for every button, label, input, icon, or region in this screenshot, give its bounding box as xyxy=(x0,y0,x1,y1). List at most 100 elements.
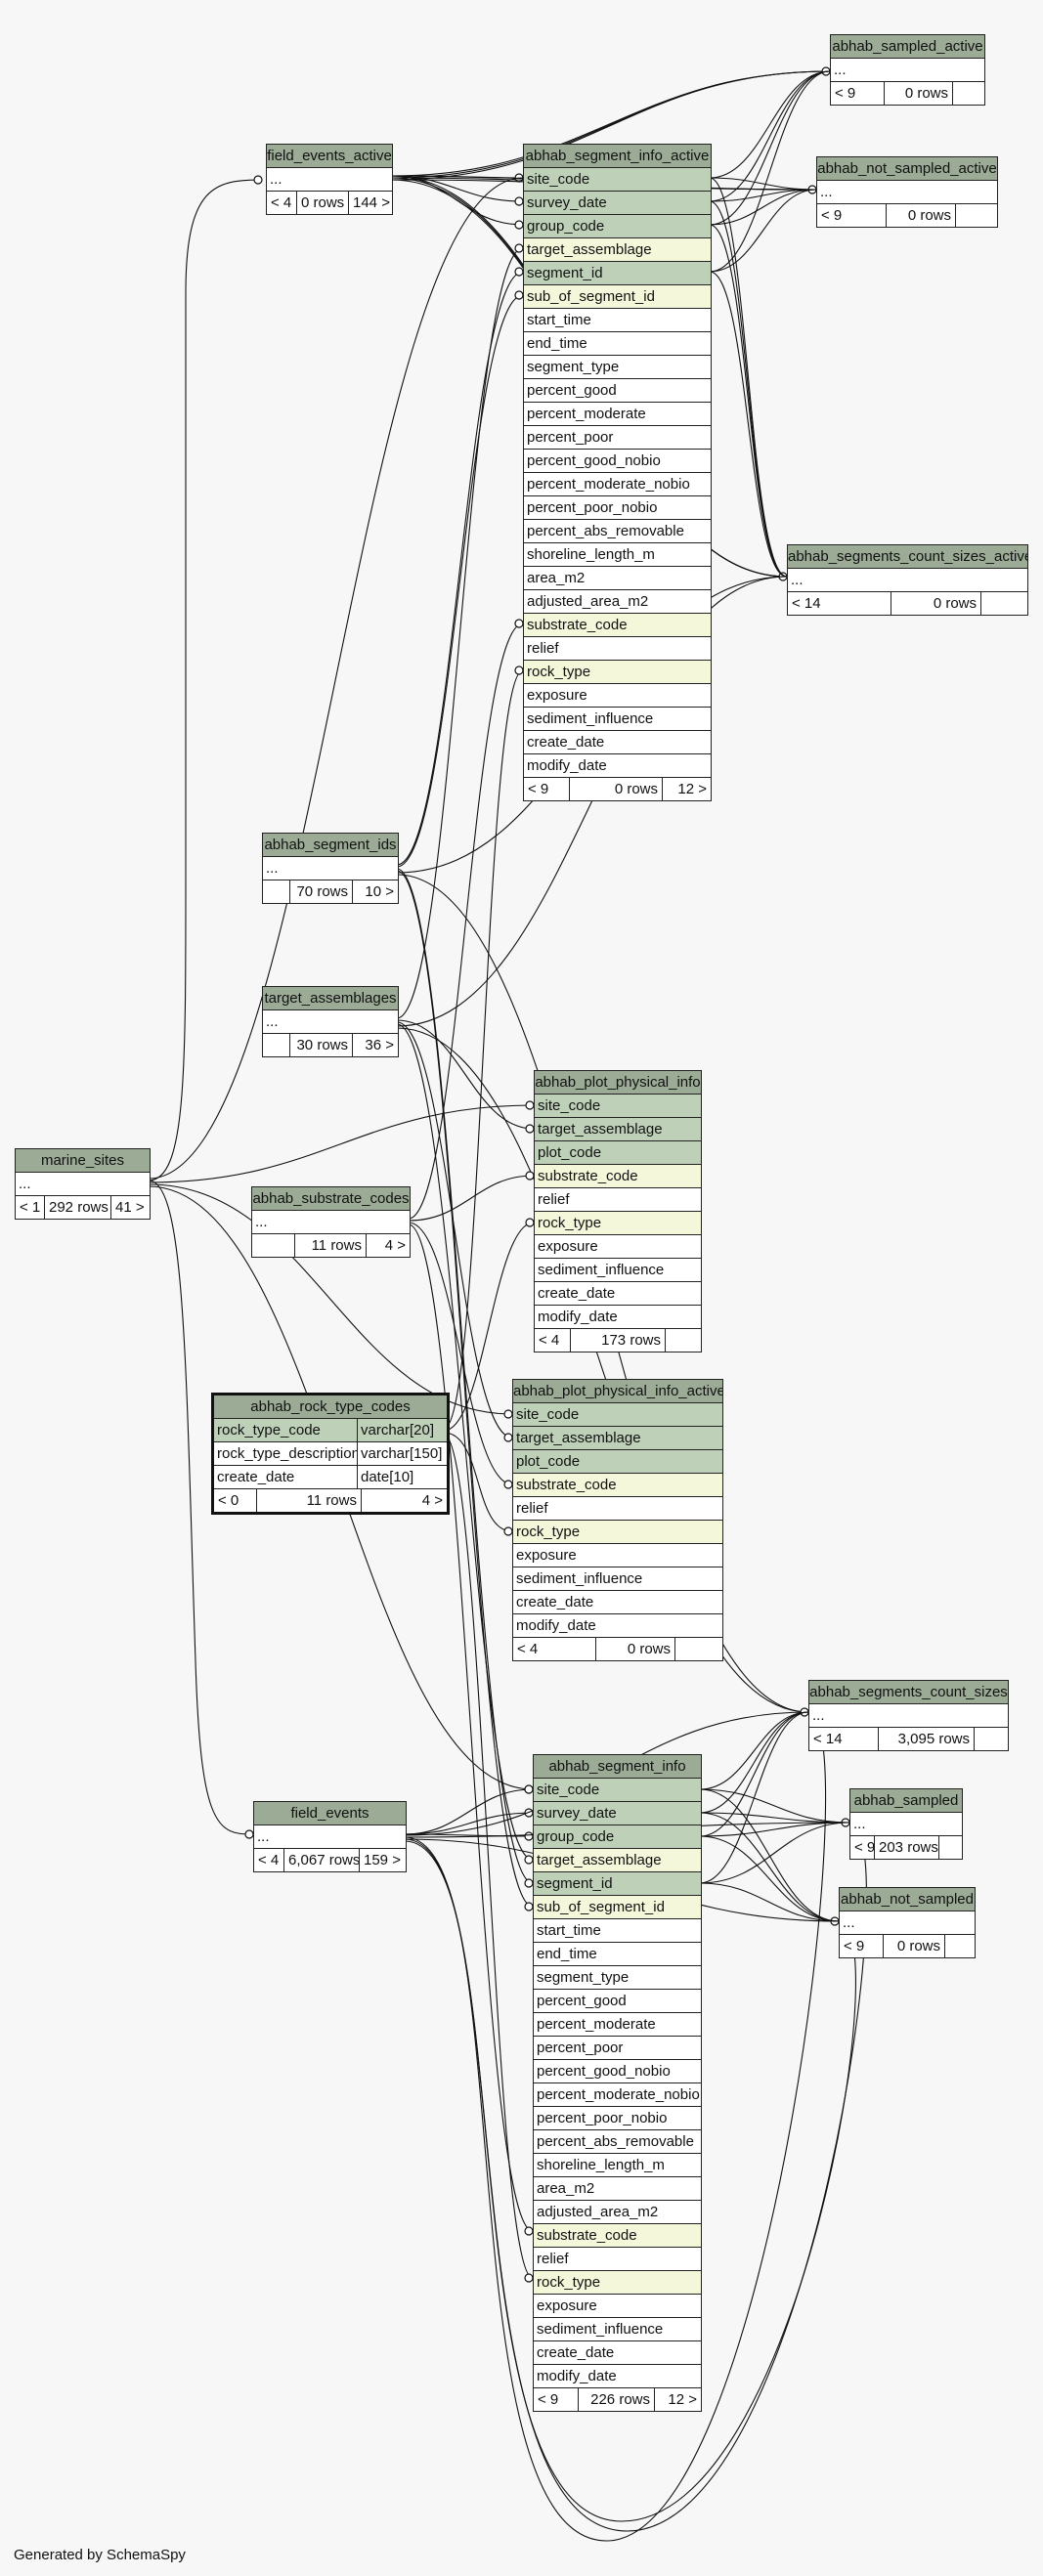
table-footer: < 4 173 rows xyxy=(535,1329,701,1352)
relationship-edge-73 xyxy=(443,1434,534,2279)
children-count: 4 > xyxy=(384,1237,406,1254)
relationship-edge-45 xyxy=(396,870,534,1908)
children-count: 36 > xyxy=(365,1037,394,1053)
relationship-edge-71 xyxy=(443,1432,513,1532)
table-footer: < 14 3,095 rows xyxy=(809,1728,1008,1750)
table-ellipsis: ... xyxy=(809,1704,1008,1728)
relationship-endpoint-56 xyxy=(524,1855,534,1865)
column-modify-date: modify_date xyxy=(524,754,711,778)
row-count: 226 rows xyxy=(579,2388,655,2411)
relationship-edge-53 xyxy=(396,1021,513,1438)
table-field-events[interactable]: field_events ... < 4 6,067 rows 159 > xyxy=(253,1801,407,1872)
table-abhab-sampled[interactable]: abhab_sampled ... < 9 203 rows xyxy=(849,1788,963,1860)
relationship-endpoint-66 xyxy=(524,2226,534,2236)
relationship-edge-32 xyxy=(148,1104,535,1183)
column-segment-id: segment_id xyxy=(534,1872,701,1896)
relationship-edge-92 xyxy=(699,1788,840,1922)
column-percent-poor-nobio: percent_poor_nobio xyxy=(534,2107,701,2130)
children-count xyxy=(939,1836,962,1859)
table-abhab-segments-count-sizes[interactable]: abhab_segments_count_sizes ... < 14 3,09… xyxy=(808,1680,1009,1751)
column-percent-good: percent_good xyxy=(524,379,711,403)
column-area-m2: area_m2 xyxy=(534,2177,701,2201)
table-title: abhab_segments_count_sizes xyxy=(809,1681,1008,1704)
table-abhab-segments-count-sizes-active[interactable]: abhab_segments_count_sizes_active ... < … xyxy=(787,544,1028,616)
column-percent-good-nobio: percent_good_nobio xyxy=(534,2060,701,2083)
table-title: abhab_segment_info xyxy=(534,1755,701,1779)
relationship-edge-28 xyxy=(709,189,817,273)
parents-count: < 9 xyxy=(850,1836,875,1859)
table-ellipsis: ... xyxy=(267,168,392,192)
column-type: date[10] xyxy=(361,1469,414,1485)
table-title: abhab_not_sampled_active xyxy=(817,157,997,181)
table-target-assemblages[interactable]: target_assemblages ... 30 rows 36 > xyxy=(262,986,399,1057)
relationship-edge-93 xyxy=(699,1711,809,1814)
relationship-edge-97 xyxy=(699,1822,850,1837)
table-abhab-plot-physical-info-active[interactable]: abhab_plot_physical_info_active site_cod… xyxy=(512,1379,723,1661)
column-relief: relief xyxy=(513,1497,722,1521)
column-name: create_date xyxy=(214,1466,358,1488)
table-field-events-active[interactable]: field_events_active ... < 4 0 rows 144 > xyxy=(266,144,393,215)
column-site-code: site_code xyxy=(535,1095,701,1118)
table-title: abhab_not_sampled xyxy=(840,1888,975,1911)
table-ellipsis: ... xyxy=(16,1173,150,1196)
column-modify-date: modify_date xyxy=(534,2365,701,2388)
table-footer: < 9 203 rows xyxy=(850,1836,962,1859)
column-target-assemblage: target_assemblage xyxy=(535,1118,701,1141)
relationship-edge-65 xyxy=(408,1224,534,2232)
table-ellipsis: ... xyxy=(263,857,398,880)
relationship-endpoint-72 xyxy=(503,1526,513,1536)
relationship-edge-22 xyxy=(709,189,817,202)
table-title: marine_sites xyxy=(16,1149,150,1173)
children-count: 159 > xyxy=(364,1852,401,1868)
table-abhab-sampled-active[interactable]: abhab_sampled_active ... < 9 0 rows xyxy=(830,34,985,106)
table-abhab-substrate-codes[interactable]: abhab_substrate_codes ... 11 rows 4 > xyxy=(251,1186,411,1258)
table-abhab-not-sampled-active[interactable]: abhab_not_sampled_active ... < 9 0 rows xyxy=(816,156,998,228)
column-percent-moderate: percent_moderate xyxy=(524,403,711,426)
table-footer: < 4 0 rows xyxy=(513,1638,722,1660)
table-footer: < 9 0 rows 12 > xyxy=(524,778,711,800)
table-marine-sites[interactable]: marine_sites ... < 1 292 rows 41 > xyxy=(15,1148,151,1220)
column-group-code: group_code xyxy=(534,1825,701,1849)
children-count xyxy=(675,1638,722,1660)
parents-count: < 4 xyxy=(267,192,297,214)
row-count: 0 rows xyxy=(596,1638,675,1660)
row-count: 0 rows xyxy=(891,592,981,615)
children-count: 4 > xyxy=(421,1492,443,1509)
parents-count: < 1 xyxy=(16,1196,45,1219)
relationship-edge-94 xyxy=(699,1812,850,1824)
relationship-edge-29 xyxy=(709,271,788,578)
table-footer: < 0 11 rows 4 > xyxy=(214,1489,447,1512)
parents-count: < 4 xyxy=(254,1849,284,1871)
relationship-endpoint-68 xyxy=(514,665,524,675)
table-abhab-not-sampled[interactable]: abhab_not_sampled ... < 9 0 rows xyxy=(839,1887,976,1958)
table-abhab-segment-ids[interactable]: abhab_segment_ids ... 70 rows 10 > xyxy=(262,833,399,904)
parents-count xyxy=(263,1034,290,1056)
column-start-time: start_time xyxy=(524,309,711,332)
column-exposure: exposure xyxy=(513,1544,722,1567)
column-sediment-influence: sediment_influence xyxy=(513,1567,722,1591)
children-count xyxy=(975,1728,1008,1750)
column-percent-moderate-nobio: percent_moderate_nobio xyxy=(534,2083,701,2107)
relationship-endpoint-52 xyxy=(525,1124,535,1134)
column-percent-abs-removable: percent_abs_removable xyxy=(524,520,711,543)
table-ellipsis: ... xyxy=(254,1825,406,1849)
column-end-time: end_time xyxy=(524,332,711,356)
column-rock-type: rock_type xyxy=(535,1212,701,1235)
relationship-edge-18 xyxy=(709,70,831,179)
relationship-edge-84 xyxy=(404,1711,827,2542)
relationship-edge-25 xyxy=(709,189,817,226)
row-count: 30 rows xyxy=(290,1034,353,1056)
table-ellipsis: ... xyxy=(850,1813,962,1836)
relationship-endpoint-40 xyxy=(514,267,524,277)
relationship-edge-2 xyxy=(390,175,524,202)
relationship-endpoint-42 xyxy=(514,290,524,300)
table-footer: 11 rows 4 > xyxy=(252,1234,410,1257)
column-rock-type: rock_type xyxy=(524,661,711,684)
generated-by-caption: Generated by SchemaSpy xyxy=(14,2547,186,2563)
